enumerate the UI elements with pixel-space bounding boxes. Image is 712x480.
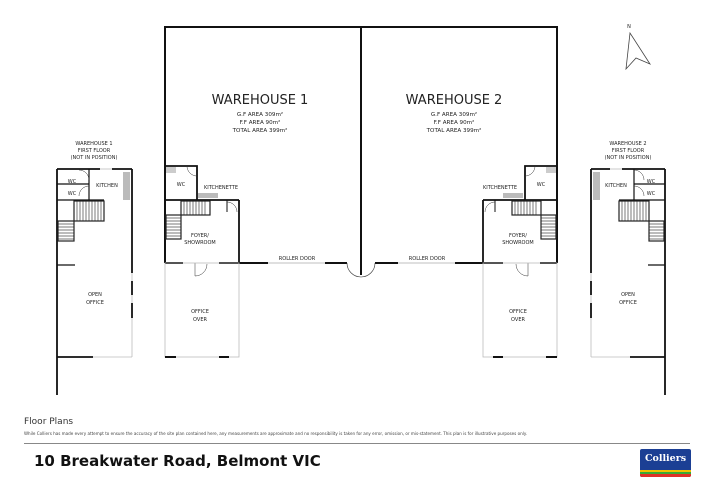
kitchenette-bench-icon bbox=[198, 193, 218, 198]
room-label-wc: WC bbox=[177, 182, 186, 188]
room-label-wc: WC bbox=[537, 182, 546, 188]
ff-1-note: (NOT IN POSITION) bbox=[71, 155, 118, 161]
wc-basin-icon bbox=[546, 167, 556, 173]
room-label-office: OFFICE bbox=[86, 300, 104, 306]
warehouse-2-total-area: TOTAL AREA 399m² bbox=[426, 127, 482, 134]
ff-1-subtitle: FIRST FLOOR bbox=[78, 148, 111, 154]
first-floor-1-glazing bbox=[93, 168, 133, 358]
logo-stripe-green bbox=[640, 472, 691, 474]
door-swing-icon bbox=[226, 201, 238, 213]
ff-1-title: WAREHOUSE 1 bbox=[75, 141, 112, 147]
first-floor-1-walls bbox=[56, 168, 133, 395]
staircase-icon bbox=[57, 200, 105, 242]
room-label-wc: WC bbox=[68, 191, 77, 197]
room-label-over: OVER bbox=[193, 317, 207, 323]
property-address: 10 Breakwater Road, Belmont VIC bbox=[34, 452, 321, 470]
kitchen-bench-icon bbox=[123, 172, 130, 200]
door-swing-icon bbox=[194, 263, 208, 277]
warehouse-2-ff-area: F.F AREA 90m² bbox=[434, 119, 475, 126]
warehouse-main-walls bbox=[164, 26, 558, 275]
floor-plan-drawing: N WAREHOUSE 1 G.F AREA 309m² F.F AREA 90… bbox=[56, 24, 666, 395]
section-title: Floor Plans bbox=[24, 417, 74, 427]
office-over-outline bbox=[164, 262, 240, 358]
room-label-kitchen: KITCHEN bbox=[96, 183, 118, 189]
warehouse-1-front-rooms bbox=[165, 165, 240, 263]
warehouse-2-front-rooms bbox=[482, 165, 557, 263]
warehouse-1-total-area: TOTAL AREA 399m² bbox=[232, 127, 288, 134]
door-swing-icon bbox=[346, 262, 376, 278]
logo-stripe-red bbox=[640, 474, 691, 477]
room-label-wc: WC bbox=[68, 179, 77, 185]
door-swing-icon bbox=[633, 185, 645, 197]
footer-divider bbox=[24, 443, 690, 444]
room-label-over: OVER bbox=[511, 317, 525, 323]
room-label-kitchenette: KITCHENETTE bbox=[204, 185, 238, 191]
door-swing-icon bbox=[484, 201, 496, 213]
kitchenette-bench-icon bbox=[503, 193, 523, 198]
door-swing-icon bbox=[524, 165, 536, 177]
room-label-office: OFFICE bbox=[191, 309, 209, 315]
room-label-office: OFFICE bbox=[509, 309, 527, 315]
room-label-wc: WC bbox=[647, 179, 656, 185]
door-swing-icon bbox=[78, 169, 90, 181]
door-swing-icon bbox=[515, 263, 529, 277]
room-label-showroom: SHOWROOM bbox=[502, 240, 533, 246]
room-label-kitchen: KITCHEN bbox=[605, 183, 627, 189]
room-label-foyer: FOYER/ bbox=[509, 233, 527, 239]
room-label-office: OFFICE bbox=[619, 300, 637, 306]
warehouse-1-title: WAREHOUSE 1 bbox=[212, 93, 309, 108]
room-label-foyer: FOYER/ bbox=[191, 233, 209, 239]
roller-door-label: ROLLER DOOR bbox=[279, 256, 316, 262]
staircase-icon bbox=[511, 200, 557, 240]
room-label-kitchenette: KITCHENETTE bbox=[483, 185, 517, 191]
roller-door-label: ROLLER DOOR bbox=[409, 256, 446, 262]
room-label-wc: WC bbox=[647, 191, 656, 197]
warehouse-1-ff-area: F.F AREA 90m² bbox=[240, 119, 281, 126]
room-label-open: OPEN bbox=[621, 292, 635, 298]
wc-basin-icon bbox=[166, 167, 176, 173]
disclaimer-text: While Colliers has made every attempt to… bbox=[24, 431, 527, 436]
warehouse-1-gf-area: G.F AREA 309m² bbox=[237, 111, 283, 118]
staircase-icon bbox=[165, 200, 211, 240]
logo-stripe-yellow bbox=[640, 470, 691, 472]
logo-text: Colliers bbox=[644, 453, 687, 464]
first-floor-2-walls bbox=[590, 168, 666, 395]
ff-2-note: (NOT IN POSITION) bbox=[605, 155, 652, 161]
office-over-outline bbox=[482, 262, 558, 358]
ff-2-title: WAREHOUSE 2 bbox=[609, 141, 646, 147]
colliers-logo: Colliers bbox=[640, 449, 691, 477]
room-label-open: OPEN bbox=[88, 292, 102, 298]
warehouse-2-title: WAREHOUSE 2 bbox=[406, 93, 503, 108]
warehouse-2-gf-area: G.F AREA 309m² bbox=[431, 111, 477, 118]
door-swing-icon bbox=[186, 165, 198, 177]
door-swing-icon bbox=[78, 185, 90, 197]
ff-2-subtitle: FIRST FLOOR bbox=[612, 148, 645, 154]
first-floor-2-glazing bbox=[590, 168, 630, 358]
door-swing-icon bbox=[633, 169, 645, 181]
north-arrow-icon: N bbox=[625, 24, 652, 71]
room-label-showroom: SHOWROOM bbox=[184, 240, 215, 246]
kitchen-bench-icon bbox=[593, 172, 600, 200]
svg-text:N: N bbox=[627, 24, 631, 30]
staircase-icon bbox=[618, 200, 665, 242]
